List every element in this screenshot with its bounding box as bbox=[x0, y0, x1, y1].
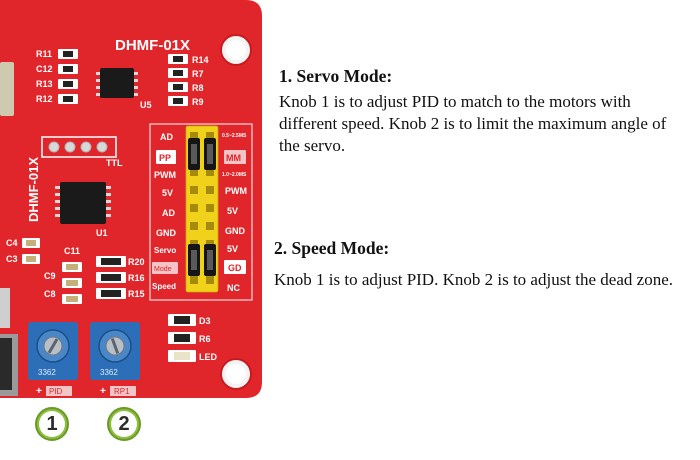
jumper-label: PWM bbox=[225, 186, 247, 196]
knob-2-number: 2 bbox=[111, 411, 137, 437]
jumper-label: 5V bbox=[227, 206, 238, 216]
led-label: D3 bbox=[199, 316, 211, 326]
knob-2-badge: 2 bbox=[107, 407, 141, 441]
resistor-label: R14 bbox=[192, 55, 209, 65]
resistor-label: R16 bbox=[128, 273, 145, 283]
speed-mode-description: Knob 1 is to adjust PID. Knob 2 is to ad… bbox=[274, 270, 673, 289]
jumper-label: GND bbox=[156, 228, 177, 238]
chip-label-u5: U5 bbox=[140, 100, 152, 110]
jumper-label: GD bbox=[228, 263, 242, 273]
jumper-label: 5V bbox=[227, 244, 238, 254]
pot-code: 3362 bbox=[38, 368, 56, 377]
jumper-tiny-label: 0.5~2.5MS bbox=[222, 133, 247, 139]
resistor-label: R13 bbox=[36, 79, 53, 89]
cap-label: C11 bbox=[64, 246, 80, 256]
pcb-board-photo: DHMF-01X R11 C12 R13 R12 U5 bbox=[0, 0, 270, 400]
servo-mode-title: 1. Servo Mode: bbox=[279, 66, 393, 86]
jumper-label: Mode bbox=[154, 266, 172, 273]
servo-mode-description: Knob 1 is to adjust PID to match to the … bbox=[279, 92, 667, 155]
pot-label: RP1 bbox=[114, 387, 130, 396]
pot-label-plus: + bbox=[100, 386, 106, 397]
knob-1-badge: 1 bbox=[35, 407, 69, 441]
jumper-label: 5V bbox=[162, 188, 173, 198]
servo-mode-section: 1. Servo Mode: Knob 1 is to adjust PID t… bbox=[279, 66, 679, 157]
jumper-tiny-label: 1.0~2.0MS bbox=[222, 172, 247, 178]
resistor-label: R15 bbox=[128, 289, 145, 299]
jumper-label: Servo bbox=[154, 246, 176, 255]
pot-label-plus: + bbox=[36, 386, 42, 397]
jumper-label: AD bbox=[160, 132, 173, 142]
pot-label: PID bbox=[49, 387, 63, 396]
chip-label-u1: U1 bbox=[96, 228, 108, 238]
jumper-label: MM bbox=[226, 153, 241, 163]
cap-label: C9 bbox=[44, 271, 56, 281]
resistor-label: R11 bbox=[36, 49, 52, 59]
led-label: LED bbox=[199, 352, 218, 362]
jumper-label: PWM bbox=[154, 170, 176, 180]
pot-code: 3362 bbox=[100, 368, 118, 377]
cap-label: C8 bbox=[44, 289, 56, 299]
jumper-label: PP bbox=[159, 153, 171, 163]
knob-1-number: 1 bbox=[39, 411, 65, 437]
resistor-label: R9 bbox=[192, 97, 204, 107]
jumper-label: NC bbox=[227, 283, 240, 293]
jumper-label: GND bbox=[225, 226, 246, 236]
speed-mode-section: 2. Speed Mode: Knob 1 is to adjust PID. … bbox=[274, 238, 684, 291]
jumper-label: Speed bbox=[152, 282, 176, 291]
jumper-label: AD bbox=[162, 208, 175, 218]
cap-label: C4 bbox=[6, 238, 18, 248]
board-model-label: DHMF-01X bbox=[115, 37, 190, 54]
resistor-label: C12 bbox=[36, 64, 53, 74]
resistor-label: R12 bbox=[36, 94, 53, 104]
resistor-label: R7 bbox=[192, 69, 204, 79]
cap-label: C3 bbox=[6, 254, 18, 264]
resistor-label: R20 bbox=[128, 257, 145, 267]
led-label: R6 bbox=[199, 334, 211, 344]
ttl-label: TTL bbox=[106, 158, 123, 168]
speed-mode-title: 2. Speed Mode: bbox=[274, 238, 390, 258]
board-model-vertical: DHMF-01X bbox=[26, 157, 41, 222]
resistor-label: R8 bbox=[192, 83, 204, 93]
